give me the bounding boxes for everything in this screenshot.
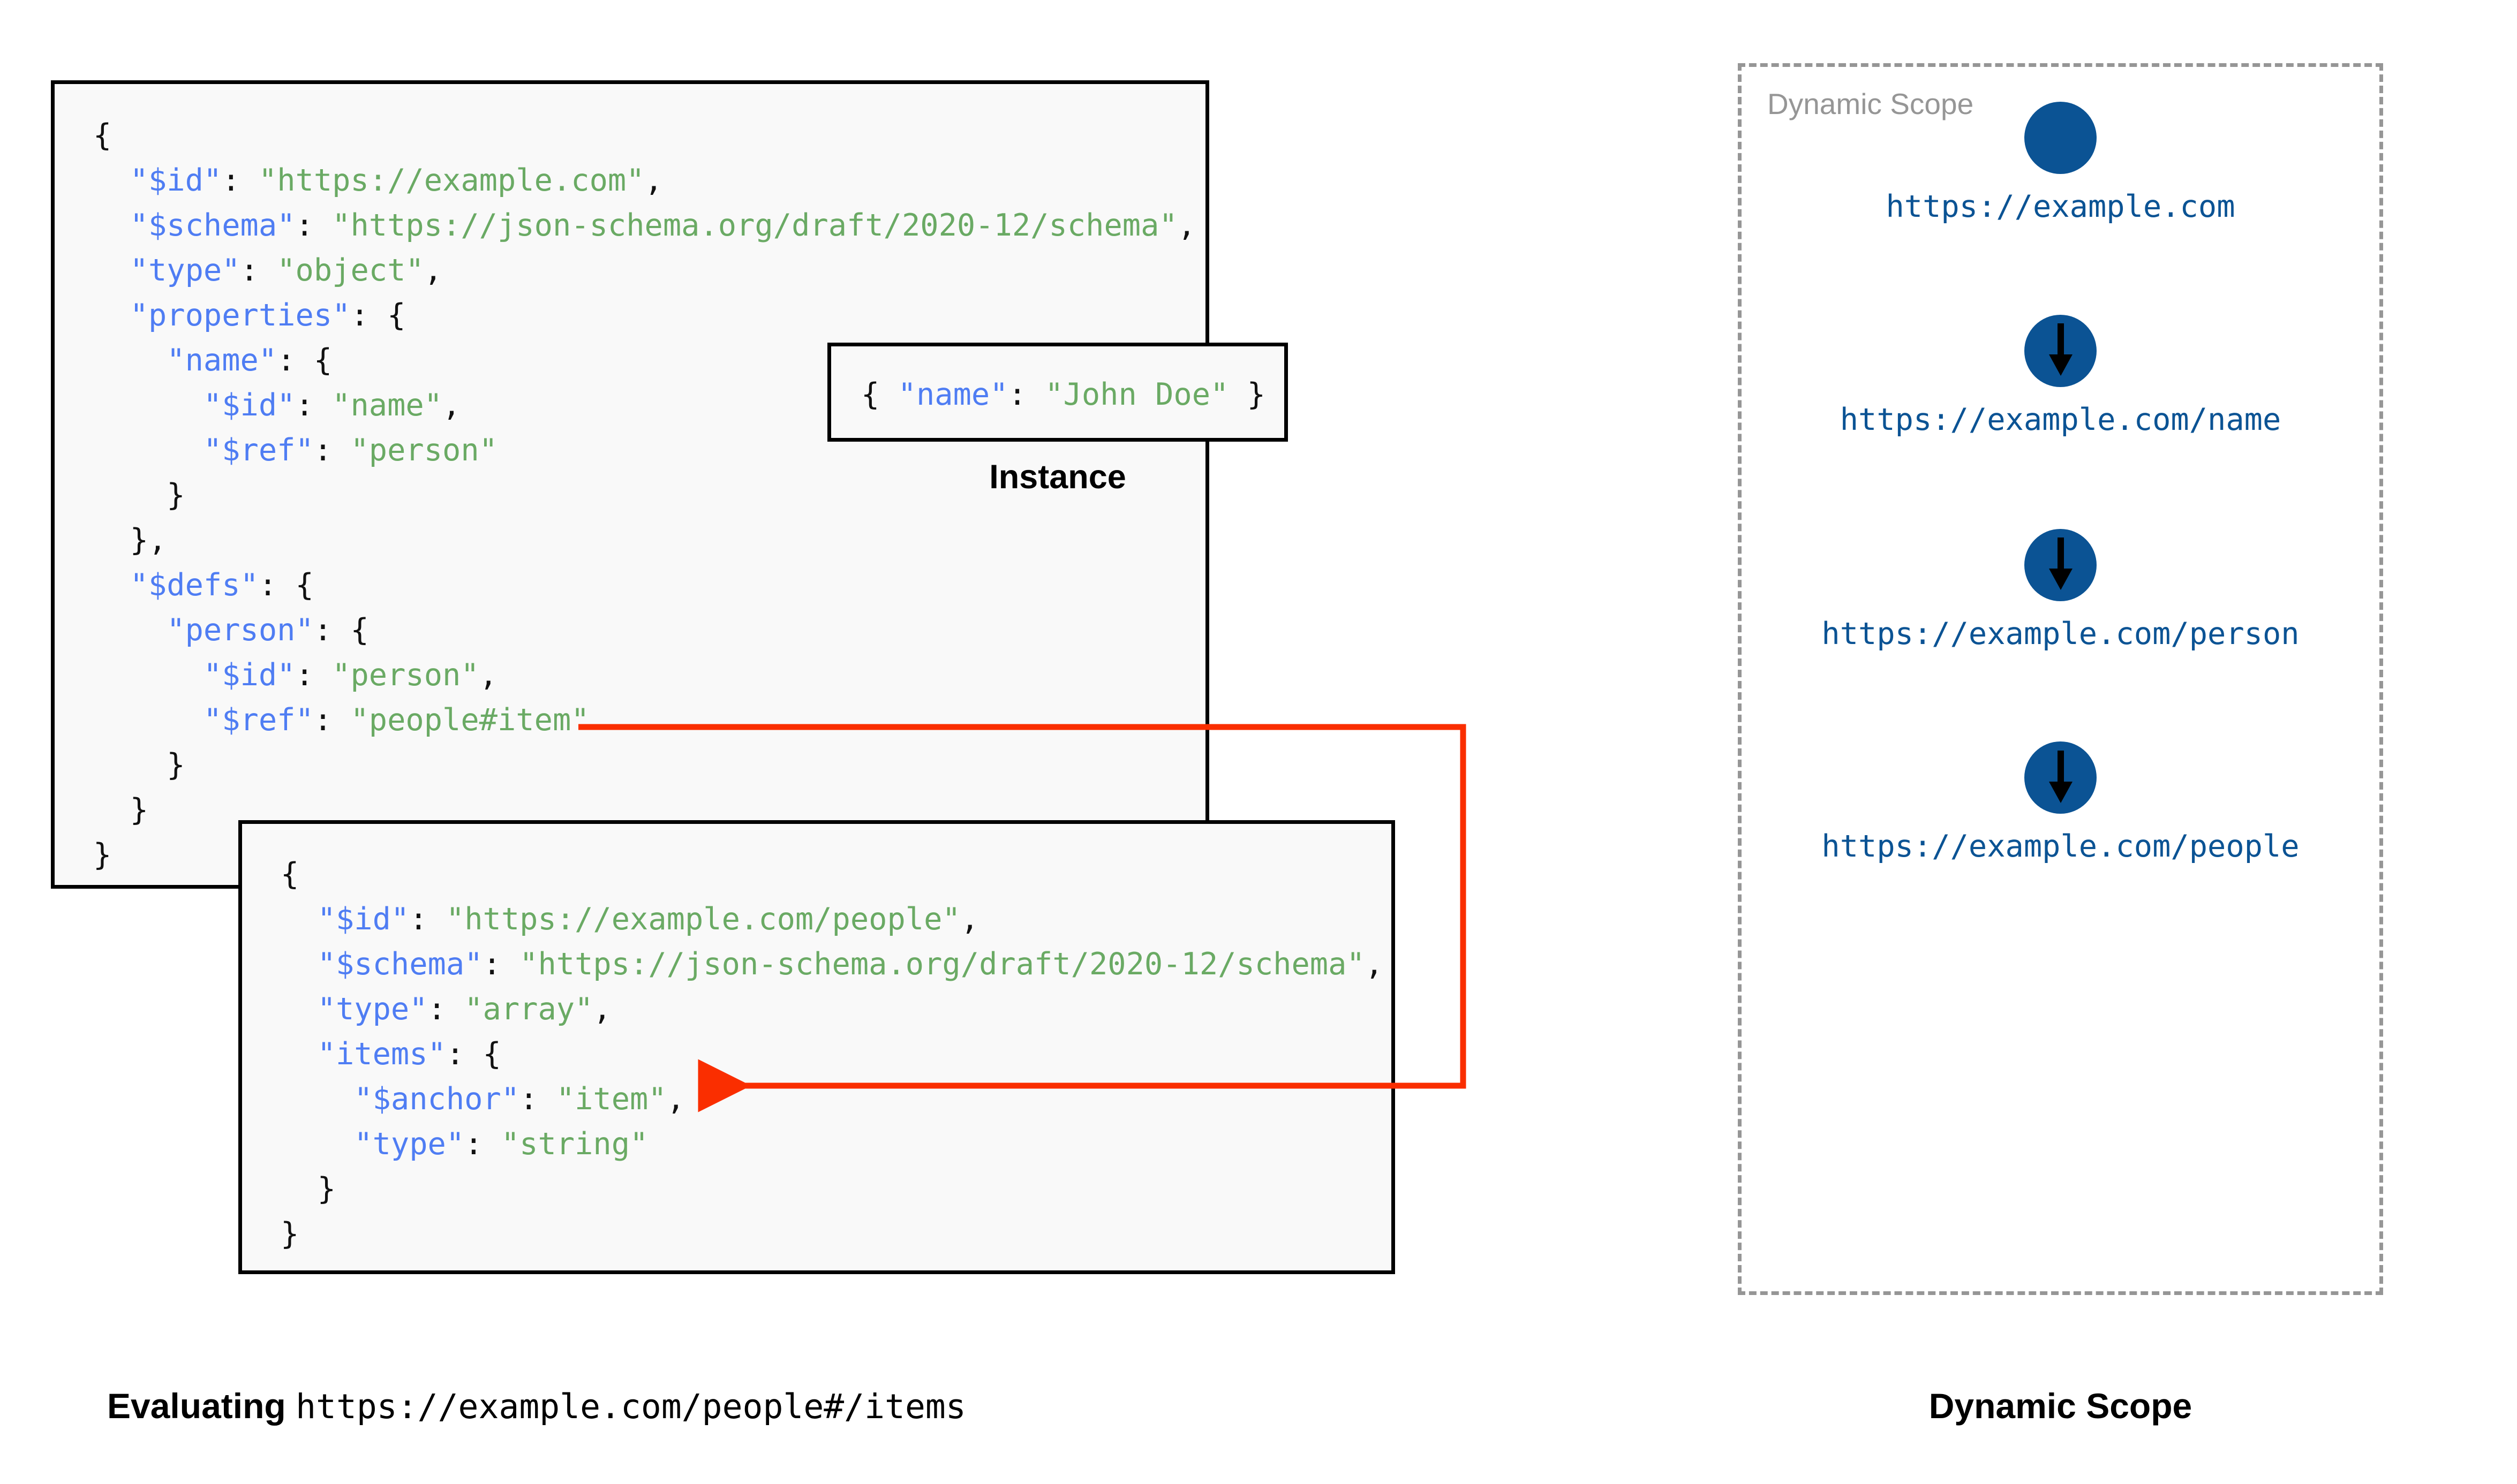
root-schema-box: { "$id": "https://example.com", "$schema… xyxy=(51,80,1209,889)
scope-flow-arrow-1-2 xyxy=(2049,537,2073,590)
dynamic-scope-title: Dynamic Scope xyxy=(1767,87,1974,120)
people-schema-code: { "$id": "https://example.com/people", "… xyxy=(281,857,1384,1252)
dynamic-scope-caption: Dynamic Scope xyxy=(1928,1386,2192,1426)
scope-node-label: https://example.com/people xyxy=(1821,829,2300,864)
instance-code: { "name": "John Doe" } xyxy=(861,377,1265,412)
dynamic-scope-panel xyxy=(1738,63,2383,1295)
evaluating-caption: Evaluating https://example.com/people#/i… xyxy=(107,1385,966,1426)
instance-box: { "name": "John Doe" } xyxy=(827,343,1288,442)
scope-node-label: https://example.com xyxy=(1886,189,2235,224)
scope-node-label: https://example.com/name xyxy=(1840,402,2281,437)
root-schema-code: { "$id": "https://example.com", "$schema… xyxy=(93,118,1196,873)
scope-node-circle xyxy=(2024,102,2097,174)
scope-node-0: https://example.com xyxy=(1738,102,2383,224)
scope-flow-arrow-0-1 xyxy=(2049,323,2073,376)
ref-resolution-arrow xyxy=(578,724,1466,1112)
scope-node-label: https://example.com/person xyxy=(1821,616,2300,652)
evaluating-caption-bold: Evaluating xyxy=(107,1386,286,1426)
scope-flow-arrow-2-3 xyxy=(2049,751,2073,803)
people-schema-box: { "$id": "https://example.com/people", "… xyxy=(238,820,1395,1274)
evaluating-caption-uri: https://example.com/people#/items xyxy=(296,1387,966,1426)
instance-label: Instance xyxy=(989,458,1126,496)
